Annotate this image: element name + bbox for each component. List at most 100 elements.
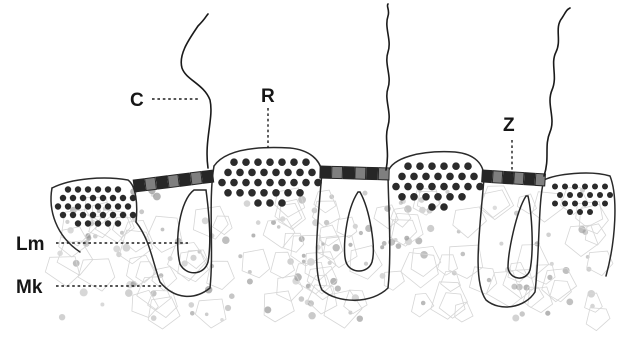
surface-dot — [242, 158, 250, 166]
surface-dot — [582, 201, 588, 207]
surface-dot — [308, 169, 316, 177]
cell-nucleus — [256, 220, 261, 225]
surface-dot — [272, 189, 280, 197]
surface-dot — [115, 186, 121, 192]
surface-dot — [278, 179, 286, 187]
surface-dot — [464, 162, 472, 170]
surface-dot — [410, 173, 418, 181]
cell-nucleus — [512, 315, 519, 322]
surface-dot — [422, 193, 430, 201]
surface-dot — [75, 220, 81, 226]
surface-dot — [80, 195, 86, 201]
surface-dot — [572, 201, 578, 207]
surface-dot — [398, 173, 406, 181]
surface-dot — [562, 184, 568, 190]
cell-nucleus — [524, 285, 530, 291]
cell-nucleus — [59, 314, 65, 320]
cell-outline — [431, 282, 468, 319]
cell-outline — [195, 299, 226, 328]
surface-dot — [254, 179, 262, 187]
cell-nucleus — [461, 252, 466, 257]
surface-dot — [95, 203, 101, 209]
surface-dot — [416, 183, 424, 191]
surface-dot — [557, 192, 563, 198]
surface-dot — [130, 212, 136, 218]
band-segment — [145, 177, 157, 190]
cell-nucleus — [550, 262, 554, 266]
cell-outline — [441, 272, 461, 292]
band-segment — [367, 167, 378, 179]
surface-dot — [110, 195, 116, 201]
cell-nucleus — [487, 278, 491, 282]
surface-dot — [125, 203, 131, 209]
cell-nucleus — [546, 233, 551, 238]
cell-nucleus — [335, 286, 341, 292]
cell-nucleus — [364, 262, 368, 266]
surface-dot — [404, 162, 412, 170]
surface-dot — [562, 201, 568, 207]
surface-dot — [440, 203, 448, 211]
cell-nucleus — [299, 296, 305, 302]
surface-dot — [85, 220, 91, 226]
cell-outline — [486, 271, 522, 307]
surface-dot — [236, 189, 244, 197]
surface-dot — [458, 193, 466, 201]
surface-dot — [278, 158, 286, 166]
surface-dot — [266, 179, 274, 187]
cell-nucleus — [251, 234, 255, 238]
band-segment — [179, 173, 191, 186]
cell-nucleus — [161, 228, 165, 232]
surface-dot — [452, 162, 460, 170]
surface-dot — [314, 179, 322, 187]
cell-nucleus — [190, 255, 196, 261]
surface-dot — [392, 183, 400, 191]
cell-nucleus — [493, 206, 497, 210]
band-segment — [343, 167, 354, 179]
cilium-middle — [386, 4, 389, 170]
cell-nucleus — [244, 200, 251, 207]
cell-outline — [384, 271, 404, 290]
surface-dot — [452, 183, 460, 191]
surface-dot — [278, 199, 286, 207]
cell-nucleus — [359, 231, 363, 235]
surface-dot — [410, 193, 418, 201]
surface-dot — [572, 184, 578, 190]
cell-nucleus — [222, 236, 230, 244]
surface-dot — [476, 183, 484, 191]
surface-dot — [115, 220, 121, 226]
surface-dot — [260, 169, 268, 177]
surface-dot — [70, 195, 76, 201]
surface-dot — [434, 193, 442, 201]
surface-dot — [602, 184, 608, 190]
cell-outline — [542, 269, 577, 302]
surface-dot — [105, 186, 111, 192]
surface-dot — [248, 169, 256, 177]
surface-dot — [428, 203, 436, 211]
cell-nucleus — [190, 311, 195, 316]
surface-dot — [440, 162, 448, 170]
surface-dot — [230, 158, 238, 166]
surface-dot — [105, 203, 111, 209]
cell-nucleus — [348, 243, 352, 247]
cell-nucleus — [65, 220, 69, 224]
cell-outline — [242, 249, 270, 278]
band-segment — [190, 172, 202, 185]
surface-dot — [592, 184, 598, 190]
surface-dot — [65, 203, 71, 209]
surface-dot — [434, 173, 442, 181]
cell-nucleus — [421, 301, 426, 306]
cilium-right — [544, 8, 570, 176]
cell-nucleus — [302, 254, 306, 258]
surface-dot — [242, 179, 250, 187]
cell-nucleus — [520, 311, 525, 316]
surface-dot — [70, 212, 76, 218]
surface-dot — [120, 195, 126, 201]
cell-nucleus — [80, 288, 88, 296]
surface-dot — [398, 193, 406, 201]
surface-dot — [607, 192, 613, 198]
surface-dot — [90, 212, 96, 218]
surface-dot — [230, 179, 238, 187]
band-segment — [156, 176, 168, 189]
cell-nucleus — [382, 241, 387, 246]
surface-dot — [65, 186, 71, 192]
